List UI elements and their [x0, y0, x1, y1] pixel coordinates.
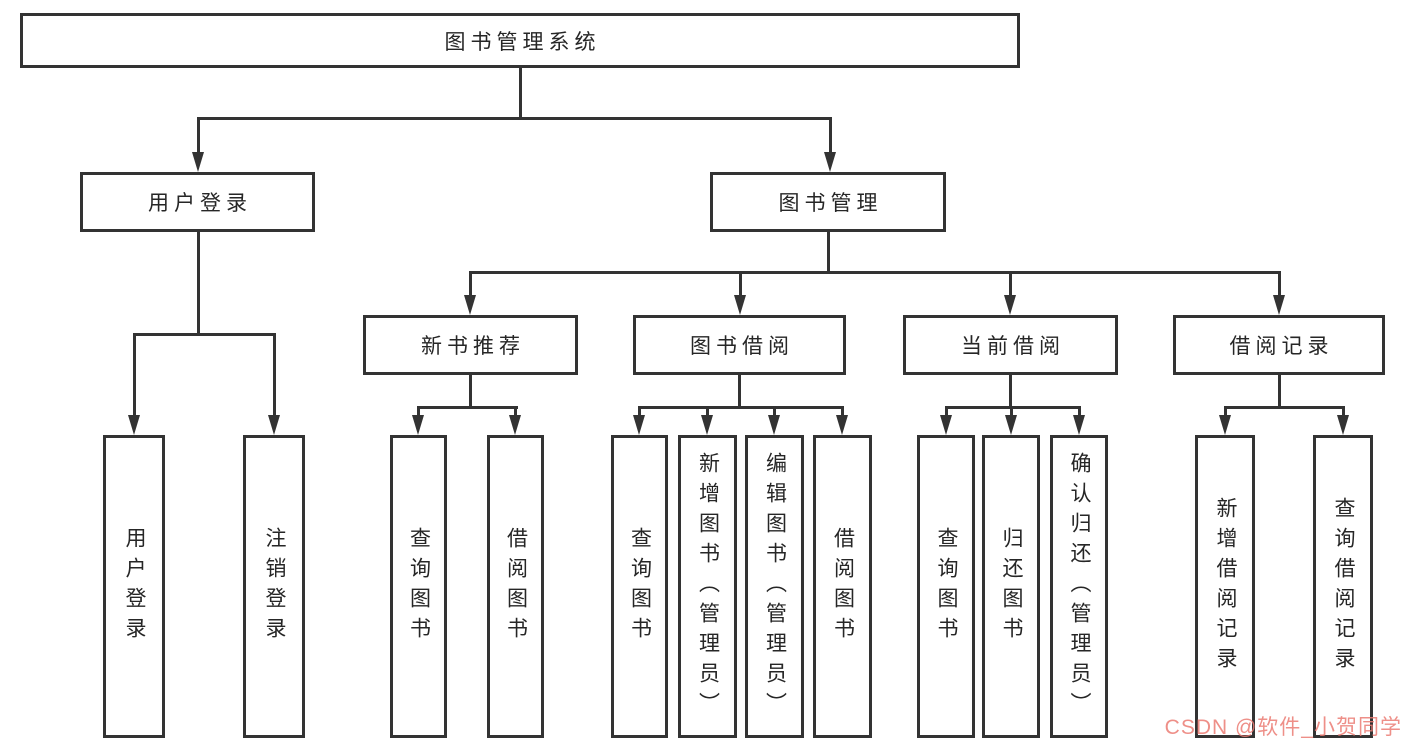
connector-newbook-drop-2 — [513, 406, 517, 420]
connector-record-stem — [1277, 375, 1281, 408]
leaf-query-borrow-record: 查询借阅记录 — [1313, 435, 1373, 738]
node-borrowing-records: 借阅记录 — [1173, 315, 1385, 375]
leaf-confirm-return-admin: 确认归还（管理员） — [1050, 435, 1108, 738]
arrow-down-icon — [1273, 295, 1285, 315]
leaf-query-books-3: 查询图书 — [917, 435, 975, 738]
node-new-book-recommend: 新书推荐 — [363, 315, 578, 375]
connector-current-split — [944, 406, 1081, 409]
arrow-down-icon — [836, 415, 848, 435]
leaf-query-books-1: 查询图书 — [390, 435, 447, 738]
connector-l3-drop-4 — [1277, 271, 1281, 299]
connector-l3-drop-3 — [1008, 271, 1012, 299]
connector-newbook-stem — [468, 375, 472, 408]
connector-user-drop-2 — [272, 333, 276, 419]
connector-l3-drop-1 — [468, 271, 472, 299]
leaf-edit-books-admin: 编辑图书（管理员） — [745, 435, 804, 738]
arrow-down-icon — [734, 295, 746, 315]
arrow-down-icon — [509, 415, 521, 435]
connector-record-split — [1223, 406, 1345, 409]
node-user-login-branch: 用户登录 — [80, 172, 315, 232]
leaf-query-books-2: 查询图书 — [611, 435, 668, 738]
csdn-watermark: CSDN @软件_小贺同学 — [1164, 716, 1402, 739]
connector-borrow-drop-4 — [840, 406, 844, 420]
connector-l2-drop-1 — [196, 117, 200, 155]
arrow-down-icon — [128, 415, 140, 435]
connector-l3-split — [468, 271, 1281, 274]
connector-l2-drop-2 — [828, 117, 832, 155]
connector-borrow-drop-3 — [772, 406, 776, 420]
node-current-borrowing: 当前借阅 — [903, 315, 1118, 375]
arrow-down-icon — [701, 415, 713, 435]
arrow-down-icon — [1073, 415, 1085, 435]
leaf-logout: 注销登录 — [243, 435, 305, 738]
connector-newbook-split — [416, 406, 518, 409]
connector-borrow-drop-2 — [705, 406, 709, 420]
arrow-down-icon — [940, 415, 952, 435]
arrow-down-icon — [768, 415, 780, 435]
connector-record-drop-2 — [1341, 406, 1345, 420]
arrow-down-icon — [824, 152, 836, 172]
arrow-down-icon — [633, 415, 645, 435]
connector-root-stem — [518, 68, 522, 119]
arrow-down-icon — [268, 415, 280, 435]
connector-user-stem — [196, 232, 200, 335]
node-book-borrowing: 图书借阅 — [633, 315, 846, 375]
arrow-down-icon — [1337, 415, 1349, 435]
node-root-system: 图书管理系统 — [20, 13, 1020, 68]
connector-newbook-drop-1 — [416, 406, 420, 420]
arrow-down-icon — [464, 295, 476, 315]
arrow-down-icon — [192, 152, 204, 172]
connector-borrow-stem — [737, 375, 741, 408]
connector-borrow-split — [637, 406, 844, 409]
connector-l3-drop-2 — [738, 271, 742, 299]
connector-record-drop-1 — [1223, 406, 1227, 420]
leaf-borrow-books-2: 借阅图书 — [813, 435, 872, 738]
leaf-borrow-books-1: 借阅图书 — [487, 435, 544, 738]
leaf-return-books: 归还图书 — [982, 435, 1040, 738]
leaf-add-books-admin: 新增图书（管理员） — [678, 435, 737, 738]
connector-user-split — [132, 333, 276, 336]
connector-l2-split — [196, 117, 832, 120]
connector-current-drop-1 — [944, 406, 948, 420]
node-book-management-branch: 图书管理 — [710, 172, 946, 232]
connector-borrow-drop-1 — [637, 406, 641, 420]
connector-mgmt-stem — [826, 232, 830, 273]
connector-current-drop-2 — [1009, 406, 1013, 420]
arrow-down-icon — [1219, 415, 1231, 435]
connector-current-drop-3 — [1077, 406, 1081, 420]
connector-current-stem — [1008, 375, 1012, 408]
leaf-add-borrow-record: 新增借阅记录 — [1195, 435, 1255, 738]
leaf-user-login: 用户登录 — [103, 435, 165, 738]
connector-user-drop-1 — [132, 333, 136, 419]
arrow-down-icon — [412, 415, 424, 435]
arrow-down-icon — [1004, 295, 1016, 315]
arrow-down-icon — [1005, 415, 1017, 435]
